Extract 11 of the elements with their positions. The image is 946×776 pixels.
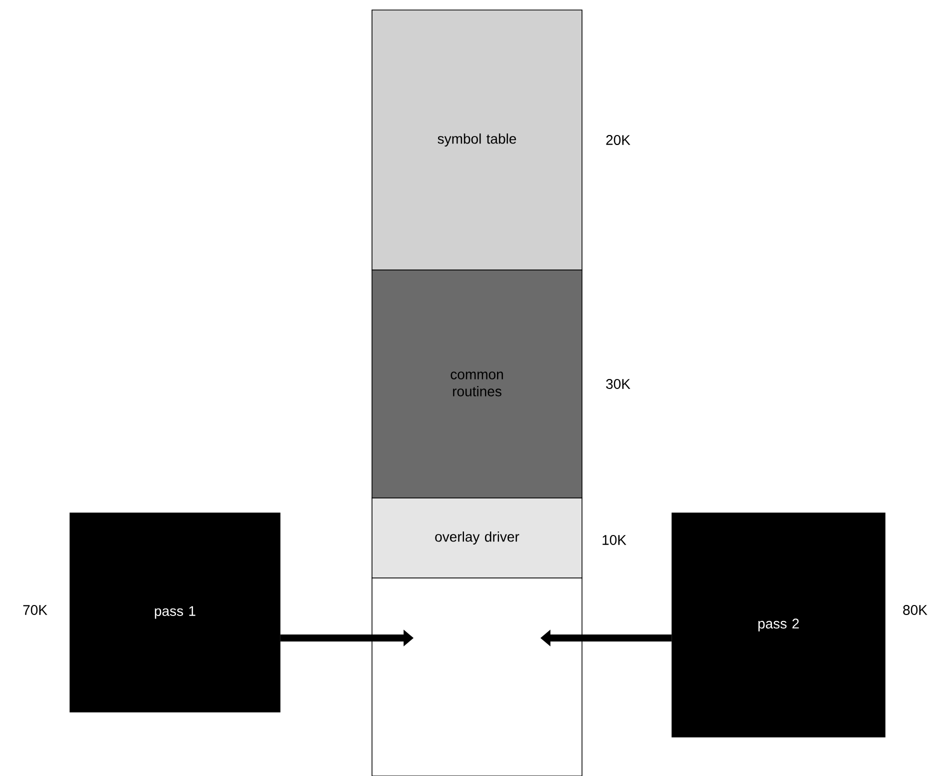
memory-segment: common routines [372, 270, 582, 498]
memory-segment: symbol table [372, 10, 582, 270]
memory-segment: overlay driver [372, 498, 582, 578]
size-label: 80K [903, 605, 928, 615]
pass-box: pass 1 [70, 512, 280, 712]
size-label: 20K [606, 135, 630, 145]
size-label: 10K [602, 535, 626, 545]
free-memory-region [372, 578, 582, 776]
pass-box: pass 2 [672, 512, 886, 738]
size-label: 30K [606, 379, 630, 389]
size-label: 70K [23, 605, 48, 615]
